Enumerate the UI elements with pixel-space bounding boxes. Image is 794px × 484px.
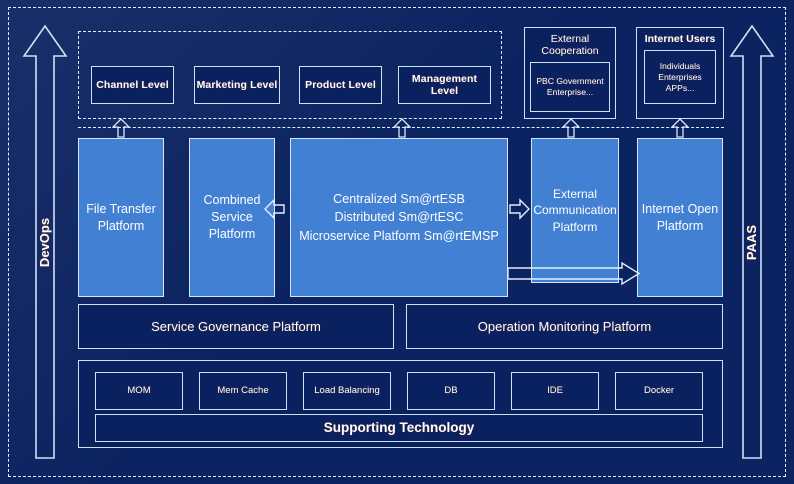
arrow-right-long-icon-internet-open xyxy=(507,261,641,286)
external-cooperation-inner-label: PBC Government Enterprise... xyxy=(536,76,604,98)
tech-mem-cache-label: Mem Cache xyxy=(217,385,269,397)
channel-level-label: Channel Level xyxy=(96,78,169,91)
management-level-label: Management Level xyxy=(411,72,478,97)
operation-monitoring-platform-label: Operation Monitoring Platform xyxy=(477,318,652,334)
tech-load-balancing-label: Load Balancing xyxy=(314,385,380,397)
file-transfer-platform-label: File Transfer Platform xyxy=(86,201,156,233)
centralized-esb-label: Centralized Sm@rtESB xyxy=(333,191,465,206)
internet-users-title: Internet Users xyxy=(644,33,716,45)
internet-users-group[interactable]: Internet Users Individuals Enterprises A… xyxy=(636,27,724,119)
file-transfer-platform-box[interactable]: File Transfer Platform xyxy=(78,138,164,297)
channel-level-box[interactable]: Channel Level xyxy=(91,66,174,104)
management-level-box[interactable]: Management Level xyxy=(398,66,491,104)
paas-rail: PAAS xyxy=(729,22,775,462)
internet-users-inner-box: Individuals Enterprises APPs... xyxy=(644,50,716,105)
internet-open-platform-label: Internet Open Platform xyxy=(641,201,719,233)
internet-users-inner-label: Individuals Enterprises APPs... xyxy=(658,60,702,93)
external-cooperation-group[interactable]: External Cooperation PBC Government Ente… xyxy=(524,27,616,119)
outer-boundary xyxy=(8,7,786,477)
up-arrow-icon-channel xyxy=(112,118,130,138)
arrow-right-icon-external-comm xyxy=(509,196,531,222)
external-cooperation-title: External Cooperation xyxy=(541,33,599,58)
combined-service-platform-label: Combined Service Platform xyxy=(203,193,261,241)
tech-mem-cache-box[interactable]: Mem Cache xyxy=(199,372,287,410)
marketing-level-label: Marketing Level xyxy=(196,78,278,91)
marketing-level-box[interactable]: Marketing Level xyxy=(194,66,280,104)
internet-open-platform-box[interactable]: Internet Open Platform xyxy=(637,138,723,297)
devops-rail: DevOps xyxy=(22,22,68,462)
integration-core-platform-box[interactable]: Centralized Sm@rtESB Distributed Sm@rtES… xyxy=(290,138,508,297)
arrow-left-icon-combined xyxy=(263,196,285,222)
external-communication-platform-box[interactable]: External Communication Platform xyxy=(531,138,619,283)
tech-mom-label: MOM xyxy=(127,385,151,397)
up-arrow-icon-internet xyxy=(671,118,689,138)
tech-db-box[interactable]: DB xyxy=(407,372,495,410)
up-arrow-icon-management xyxy=(393,118,411,138)
tech-ide-label: IDE xyxy=(547,385,563,397)
integration-core-lines: Centralized Sm@rtESB Distributed Sm@rtES… xyxy=(299,190,499,246)
external-cooperation-inner-box: PBC Government Enterprise... xyxy=(530,62,610,113)
supporting-technology-footer-box[interactable]: Supporting Technology xyxy=(95,414,703,442)
top-dashed-bus xyxy=(78,127,724,128)
supporting-technology-label: Supporting Technology xyxy=(323,420,475,436)
tech-mom-box[interactable]: MOM xyxy=(95,372,183,410)
microservice-emsp-label: Microservice Platform Sm@rtEMSP xyxy=(299,228,499,243)
tech-docker-box[interactable]: Docker xyxy=(615,372,703,410)
external-communication-platform-label: External Communication Platform xyxy=(533,187,617,234)
tech-db-label: DB xyxy=(444,385,458,397)
product-level-box[interactable]: Product Level xyxy=(299,66,382,104)
service-governance-platform-label: Service Governance Platform xyxy=(151,318,321,334)
distributed-esc-label: Distributed Sm@rtESC xyxy=(334,210,464,225)
tech-ide-box[interactable]: IDE xyxy=(511,372,599,410)
combined-service-platform-box[interactable]: Combined Service Platform xyxy=(189,138,275,297)
tech-load-balancing-box[interactable]: Load Balancing xyxy=(303,372,391,410)
product-level-label: Product Level xyxy=(305,78,376,91)
tech-docker-label: Docker xyxy=(643,385,675,397)
channel-group xyxy=(78,31,502,119)
up-arrow-icon-external xyxy=(562,118,580,138)
operation-monitoring-platform-box[interactable]: Operation Monitoring Platform xyxy=(406,304,723,349)
service-governance-platform-box[interactable]: Service Governance Platform xyxy=(78,304,394,349)
